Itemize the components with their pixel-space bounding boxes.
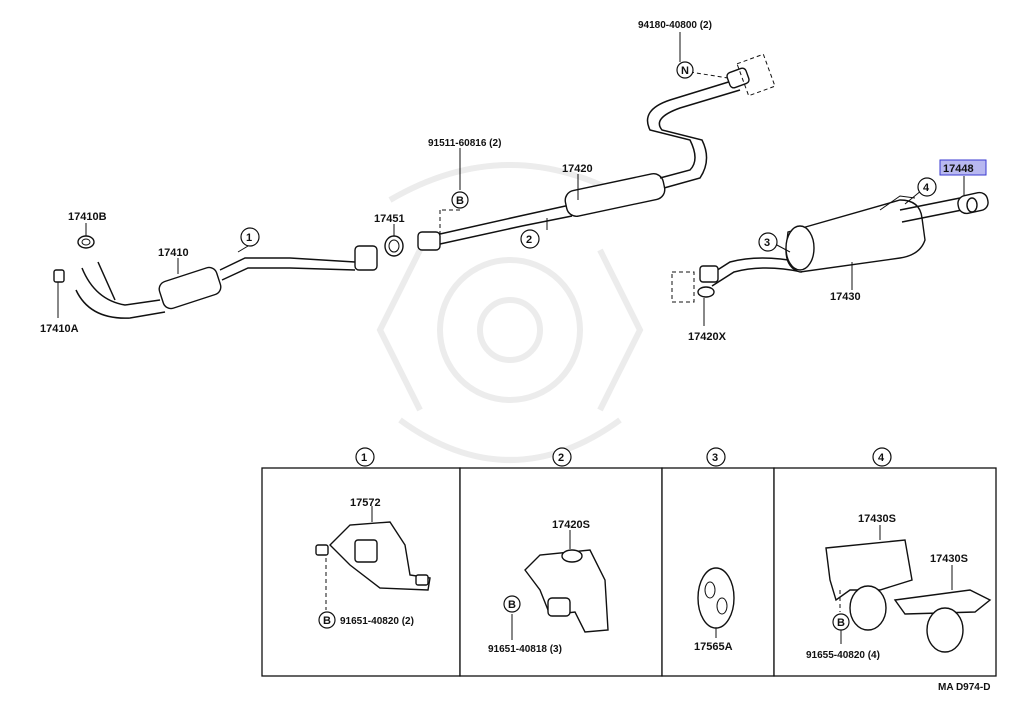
svg-text:3: 3 — [764, 237, 770, 249]
front-exhaust-pipe-17410[interactable] — [75, 245, 378, 319]
gasket-17451[interactable] — [384, 235, 404, 257]
svg-text:B: B — [508, 599, 516, 611]
svg-text:1: 1 — [246, 232, 252, 244]
label-17451: 17451 — [374, 213, 405, 225]
center-exhaust-pipe-17420[interactable] — [417, 53, 776, 251]
label-17430S-a: 17430S — [858, 513, 896, 525]
label-91651-40818: 91651-40818 (3) — [488, 644, 562, 655]
detail-panel-3: 3 17565A — [661, 447, 775, 677]
svg-text:N: N — [681, 65, 689, 77]
tail-pipe-muffler-17430[interactable] — [671, 195, 963, 303]
callout-b-main: B — [451, 191, 469, 209]
svg-text:4: 4 — [923, 182, 930, 194]
samurai-watermark — [376, 162, 644, 463]
label-17430: 17430 — [830, 291, 861, 303]
label-91511-60816: 91511-60816 (2) — [428, 138, 501, 149]
exhaust-tail-pipe-tip-17448[interactable] — [956, 191, 989, 215]
callout-4-main: 4 — [917, 177, 937, 197]
diagram-code: MA D974-D — [938, 682, 990, 693]
label-17410: 17410 — [158, 247, 189, 259]
highlighted-part-box — [939, 159, 987, 176]
label-17420S: 17420S — [552, 519, 590, 531]
label-17410A: 17410A — [40, 323, 79, 335]
svg-text:2: 2 — [558, 452, 564, 464]
callout-2-main: 2 — [520, 229, 540, 249]
flange-gasket-17410B[interactable] — [77, 235, 95, 249]
svg-text:B: B — [837, 617, 845, 629]
callout-n-main: N — [676, 61, 694, 79]
label-94180-40800: 94180-40800 (2) — [638, 20, 712, 31]
label-17410B: 17410B — [68, 211, 107, 223]
svg-text:B: B — [323, 615, 331, 627]
label-17420: 17420 — [562, 163, 593, 175]
label-17572: 17572 — [350, 497, 381, 509]
callout-3-main: 3 — [758, 232, 778, 252]
detail-panel-4: 4 B 17430S 17430S 91655-40820 (4) — [773, 447, 997, 677]
nut-17410A[interactable] — [53, 269, 65, 283]
svg-text:B: B — [456, 195, 464, 207]
label-17565A: 17565A — [694, 641, 733, 653]
svg-text:3: 3 — [712, 452, 718, 464]
svg-text:2: 2 — [526, 234, 532, 246]
callout-1-main: 1 — [240, 227, 260, 247]
detail-panel-2: 2 B 17420S 91651-40818 (3) — [459, 447, 663, 677]
detail-panel-1: 1 B 17572 91651-40820 (2) — [261, 447, 461, 677]
label-91655-40820: 91655-40820 (4) — [806, 650, 880, 661]
label-17430S-b: 17430S — [930, 553, 968, 565]
label-17448-highlighted[interactable]: 17448 — [943, 163, 974, 175]
svg-text:4: 4 — [878, 452, 885, 464]
label-17420X: 17420X — [688, 331, 727, 343]
label-91651-40820: 91651-40820 (2) — [340, 616, 414, 627]
svg-text:1: 1 — [361, 452, 367, 464]
